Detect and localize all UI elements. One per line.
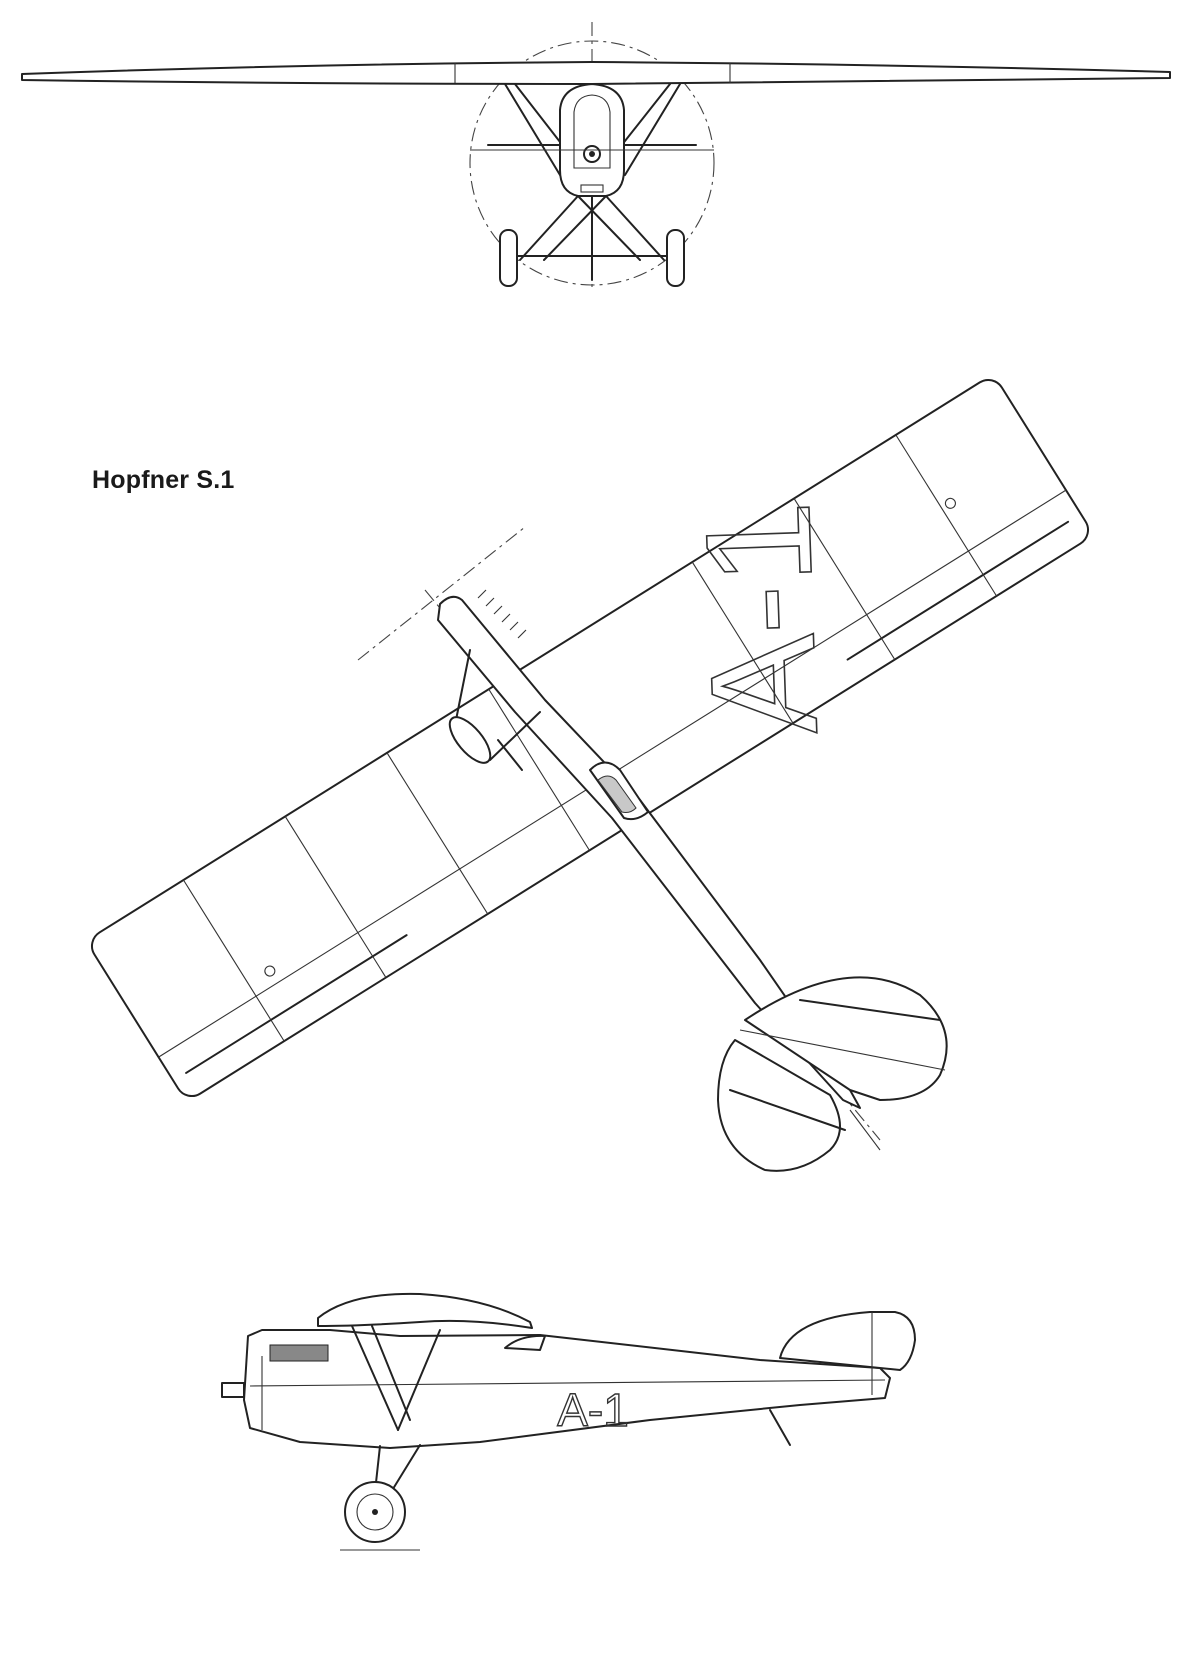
front-right-wheel	[666, 229, 685, 287]
front-wing	[21, 61, 1171, 85]
plan-wheel	[448, 716, 492, 764]
left-aileron	[185, 934, 408, 1074]
side-tail-skid	[769, 1409, 791, 1446]
plan-right-tailplane	[744, 976, 948, 1101]
plan-landing-gear	[454, 649, 541, 771]
side-struts	[351, 1325, 441, 1431]
side-fuselage	[243, 1329, 891, 1449]
wing-registration: A-1	[673, 499, 849, 738]
plan-wing: A-1	[90, 378, 1090, 1098]
front-left-wheel	[499, 229, 518, 287]
side-wing	[317, 1292, 533, 1329]
front-view	[21, 22, 1171, 290]
front-cowling	[559, 83, 625, 197]
side-propeller-hub	[221, 1382, 245, 1398]
side-fin	[779, 1311, 916, 1371]
right-aileron	[846, 520, 1070, 661]
drawing-title: Hopfner S.1	[92, 466, 235, 494]
front-landing-gear	[509, 195, 675, 281]
plan-fuselage	[437, 595, 861, 1109]
side-registration: A-1	[557, 1384, 629, 1436]
side-view: A-1	[221, 1292, 916, 1551]
plan-view: A-1	[90, 378, 1090, 1172]
side-exhaust	[269, 1344, 329, 1362]
plan-engine-cylinders	[477, 589, 527, 639]
plan-left-tailplane	[717, 1039, 841, 1172]
